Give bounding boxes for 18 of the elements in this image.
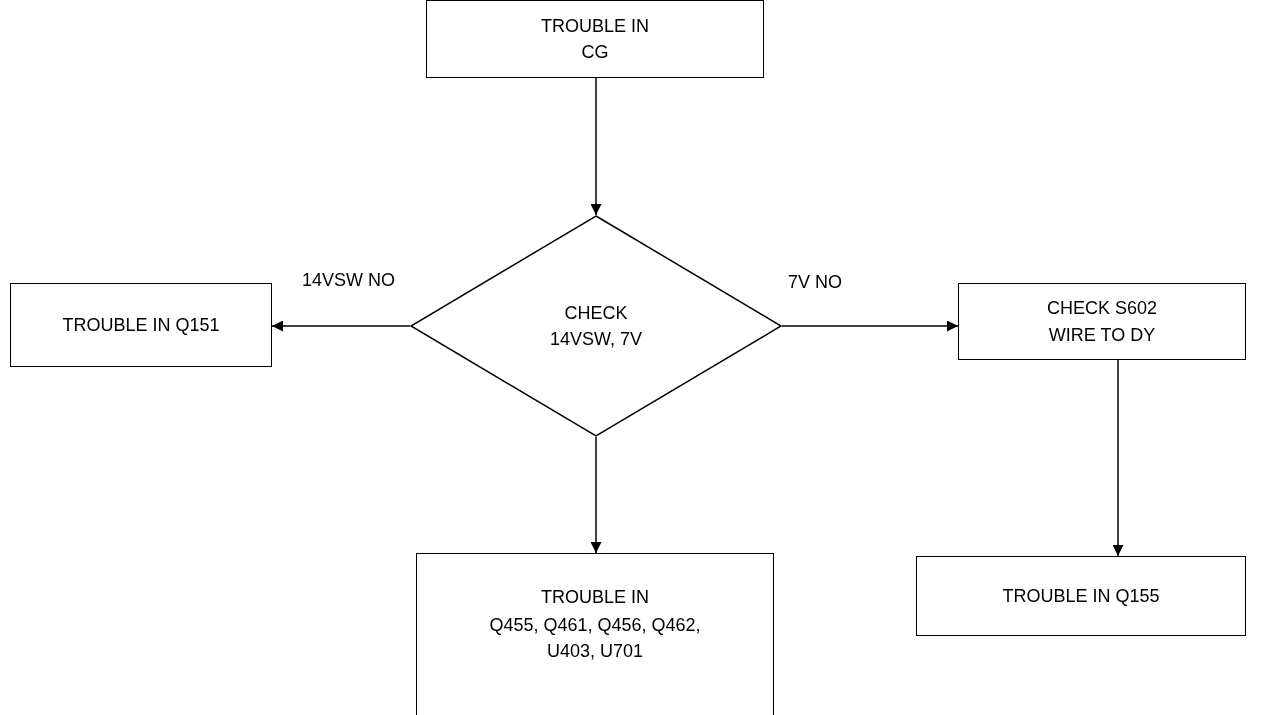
process-box — [426, 0, 764, 78]
box-text: Q455, Q461, Q456, Q462, U403, U701 — [488, 614, 702, 664]
decision-diamond — [410, 215, 782, 437]
box-text: TROUBLE IN Q155 — [1001, 584, 1161, 608]
process-box — [10, 283, 272, 367]
box-text: CHECK S602 WIRE TO DY — [1045, 297, 1159, 347]
arrow — [1112, 359, 1124, 557]
box-text: TROUBLE IN Q151 — [61, 313, 221, 337]
process-box — [958, 283, 1246, 360]
arrow — [590, 77, 602, 216]
box-text: TROUBLE IN CG — [540, 14, 650, 64]
process-box — [916, 556, 1246, 636]
box-heading: TROUBLE IN — [540, 586, 650, 609]
arrow — [271, 320, 411, 332]
process-box — [416, 553, 774, 715]
arrow — [590, 436, 602, 554]
arrow — [781, 320, 959, 332]
box-text: CHECK 14VSW, 7V — [548, 301, 644, 351]
